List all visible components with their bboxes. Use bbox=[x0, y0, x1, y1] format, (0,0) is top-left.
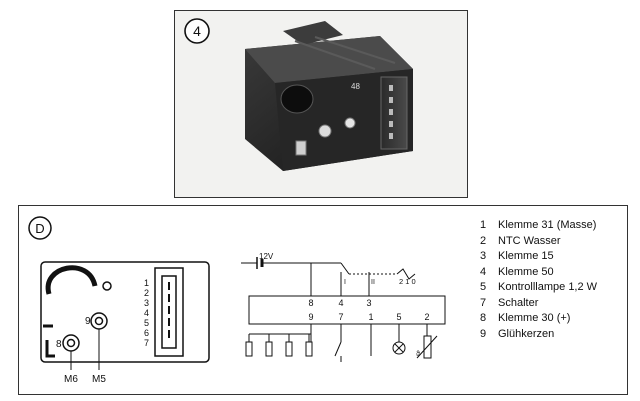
relay-housing-outline bbox=[40, 261, 210, 363]
relay-top bbox=[245, 36, 413, 83]
photo-label-circle bbox=[184, 18, 210, 44]
ntc-tag: ϑ bbox=[416, 351, 420, 358]
svg-text:2: 2 bbox=[144, 288, 149, 298]
relay-photo-panel: 4 48 bbox=[174, 10, 468, 198]
schematic-wiring bbox=[241, 257, 446, 362]
svg-text:3: 3 bbox=[366, 298, 371, 308]
svg-text:9: 9 bbox=[308, 312, 313, 322]
relay-photo: 4 48 bbox=[184, 18, 413, 171]
connector-pins bbox=[389, 85, 393, 139]
svg-text:7: 7 bbox=[338, 312, 343, 322]
terminal-studs bbox=[295, 117, 356, 156]
round-port bbox=[280, 84, 314, 114]
switch-tag-i: I bbox=[344, 279, 346, 286]
svg-text:2: 2 bbox=[424, 312, 429, 322]
diagram-label: D bbox=[35, 221, 44, 236]
wiring-diagram: D 1 2 3 4 5 6 7 8 bbox=[28, 216, 446, 385]
diagram-label-circle bbox=[28, 216, 52, 240]
ignition-positions: 2 1 0 bbox=[399, 277, 416, 286]
photo-label: 4 bbox=[193, 23, 201, 39]
svg-text:3: 3 bbox=[144, 298, 149, 308]
top-terminals: 8 4 3 bbox=[308, 298, 371, 308]
svg-text:5: 5 bbox=[396, 312, 401, 322]
svg-text:4: 4 bbox=[338, 298, 343, 308]
battery-label: 12V bbox=[259, 252, 274, 261]
mounting-flange bbox=[283, 21, 343, 45]
housing-studs bbox=[62, 312, 108, 352]
bottom-terminals: 9 7 1 5 2 bbox=[308, 312, 429, 322]
housing-pin-numbers: 1 2 3 4 5 6 7 bbox=[144, 278, 149, 348]
switch-tag-ii: II bbox=[371, 279, 375, 286]
svg-text:1: 1 bbox=[368, 312, 373, 322]
relay-marking: 48 bbox=[351, 82, 360, 91]
svg-text:7: 7 bbox=[144, 338, 149, 348]
svg-text:1: 1 bbox=[144, 278, 149, 288]
svg-text:4: 4 bbox=[144, 308, 149, 318]
svg-text:8: 8 bbox=[308, 298, 313, 308]
thread-label-m6: M6 bbox=[64, 374, 78, 385]
svg-text:6: 6 bbox=[144, 328, 149, 338]
stud-label-9: 9 bbox=[85, 316, 91, 327]
diagram-panel: D 1 2 3 4 5 6 7 8 bbox=[18, 205, 628, 395]
connector-socket bbox=[380, 76, 408, 150]
svg-text:5: 5 bbox=[144, 318, 149, 328]
thread-label-m5: M5 bbox=[92, 374, 106, 385]
stud-label-8: 8 bbox=[56, 339, 62, 350]
